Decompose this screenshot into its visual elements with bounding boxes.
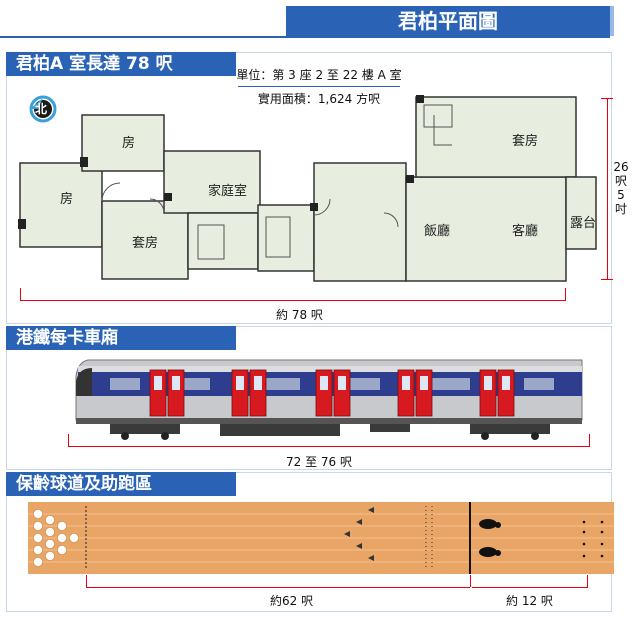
train-section-title-text: 港鐵每卡車廂 xyxy=(16,328,118,348)
floorplan-section-title-text: 君柏A 室長達 78 呎 xyxy=(16,54,173,74)
lane-length-line xyxy=(86,587,470,588)
unit-info-divider xyxy=(238,86,400,87)
title-accent xyxy=(610,6,614,36)
floorplan-section-title: 君柏A 室長達 78 呎 xyxy=(6,52,236,76)
floorplan-height-label-4: 吋 xyxy=(614,202,627,216)
room-label-bedroom-top: 房 xyxy=(122,136,136,151)
lane-length-label: 約62 呎 xyxy=(270,594,314,608)
floorplan-height-label-1: 26 xyxy=(613,160,629,174)
floorplan-height-label-3: 5 xyxy=(617,188,625,202)
floorplan-height-label: 26 呎 5 吋 xyxy=(613,160,629,216)
floorplan-width-tick-right xyxy=(565,288,566,300)
train-car-illustration xyxy=(75,359,583,440)
train-length-tick-right xyxy=(589,434,590,446)
unit-info: 單位：第 3 座 2 至 22 樓 A 室 實用面積：1,624 方呎 xyxy=(226,64,412,108)
room-label-family-room: 家庭室 xyxy=(208,184,248,199)
train-length-label: 72 至 76 呎 xyxy=(286,455,352,469)
unit-info-area: 實用面積：1,624 方呎 xyxy=(257,92,381,106)
bowling-section-title-text: 保齡球道及助跑區 xyxy=(16,474,152,494)
floorplan-width-line xyxy=(20,300,566,301)
page-title: 君柏平面圖 xyxy=(286,6,610,36)
floorplan-width-label: 約 78 呎 xyxy=(276,308,323,322)
floorplan-drawing xyxy=(18,95,597,282)
approach-length-label: 約 12 呎 xyxy=(506,594,553,608)
room-label-dining: 飯廳 xyxy=(424,224,451,239)
train-section-title: 港鐵每卡車廂 xyxy=(6,326,236,350)
room-label-suite-right: 套房 xyxy=(512,134,539,149)
approach-length-line xyxy=(472,587,588,588)
room-label-bedroom-left: 房 xyxy=(60,192,74,207)
floorplan-height-line xyxy=(607,98,608,280)
train-length-line xyxy=(68,446,590,447)
unit-info-unit: 單位：第 3 座 2 至 22 樓 A 室 xyxy=(236,68,402,82)
lane-length-tick-left xyxy=(86,575,87,587)
bowling-lane-illustration xyxy=(28,502,614,574)
approach-length-tick-right xyxy=(587,575,588,587)
train-length-tick-left xyxy=(68,434,69,446)
room-label-balcony: 露台 xyxy=(570,216,597,231)
lane-length-tick-right xyxy=(470,575,471,587)
header-rule xyxy=(0,36,610,38)
floorplan-height-label-2: 呎 xyxy=(614,174,627,188)
floorplan-height-tick-bottom xyxy=(601,279,613,280)
bowling-section-title: 保齡球道及助跑區 xyxy=(6,472,236,496)
compass-icon: 北 xyxy=(26,94,60,124)
floorplan-width-tick-left xyxy=(20,288,21,300)
room-label-living: 客廳 xyxy=(512,224,539,239)
floorplan-height-tick-top xyxy=(601,98,613,99)
room-label-suite-left: 套房 xyxy=(132,236,159,251)
compass-label: 北 xyxy=(35,102,48,116)
